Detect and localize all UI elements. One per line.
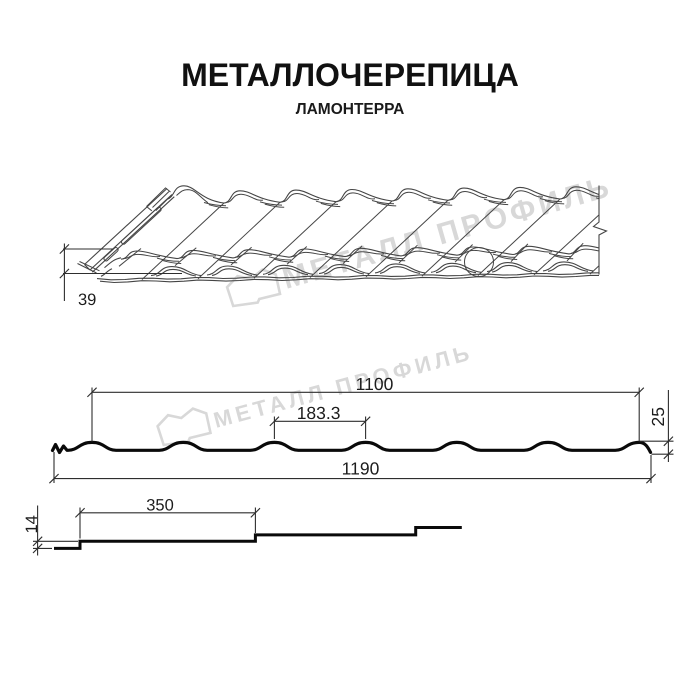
svg-text:25: 25 bbox=[648, 407, 668, 426]
svg-text:183.3: 183.3 bbox=[297, 403, 341, 423]
svg-text:1100: 1100 bbox=[356, 374, 394, 394]
svg-text:1190: 1190 bbox=[342, 459, 380, 479]
svg-text:14: 14 bbox=[23, 515, 41, 533]
svg-text:350: 350 bbox=[146, 497, 174, 515]
svg-text:39: 39 bbox=[78, 291, 96, 309]
svg-text:МЕТАЛЛ ПРОФИЛЬ: МЕТАЛЛ ПРОФИЛЬ bbox=[211, 339, 476, 432]
